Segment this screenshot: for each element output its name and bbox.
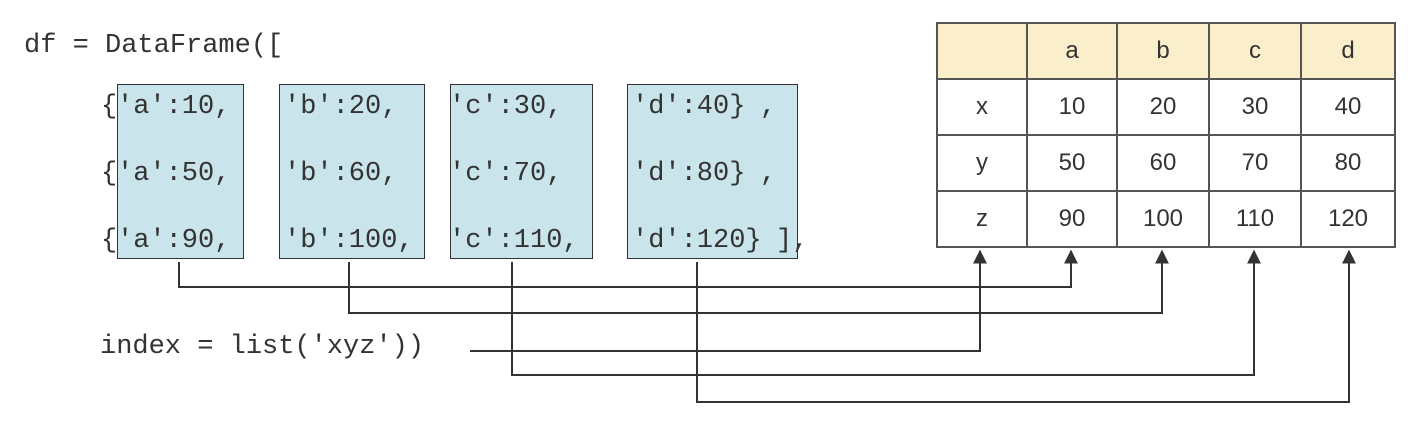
code-entry-c: 'c':30, bbox=[449, 92, 563, 122]
code-trailing: , bbox=[760, 92, 777, 122]
row-index-cell: x bbox=[936, 78, 1028, 136]
code-entry-d: 'd':40} bbox=[632, 92, 746, 122]
code-trailing: ], bbox=[776, 226, 809, 256]
table-row: z 90 100 110 120 bbox=[936, 190, 1396, 248]
table-cell: 40 bbox=[1300, 78, 1396, 136]
code-entry-b: 'b':100, bbox=[284, 226, 414, 256]
code-entry-c: 'c':70, bbox=[449, 159, 563, 189]
connector-column-c bbox=[511, 249, 1261, 376]
table-cell: 120 bbox=[1300, 190, 1396, 248]
column-a-highlight bbox=[117, 84, 244, 259]
column-header-c: c bbox=[1208, 22, 1302, 80]
table-cell: 70 bbox=[1208, 134, 1302, 192]
code-index-line: index = list('xyz')) bbox=[100, 332, 425, 362]
table-cell: 50 bbox=[1026, 134, 1118, 192]
corner-cell bbox=[936, 22, 1028, 80]
code-entry-b: 'b':20, bbox=[284, 92, 398, 122]
connector-column-a bbox=[178, 249, 1078, 288]
connector-column-d bbox=[696, 249, 1356, 403]
column-d-highlight bbox=[627, 84, 798, 259]
table-cell: 90 bbox=[1026, 190, 1118, 248]
code-entry-c: 'c':110, bbox=[449, 226, 579, 256]
code-entry-d: 'd':80} bbox=[632, 159, 746, 189]
row-index-cell: y bbox=[936, 134, 1028, 192]
connector-column-b bbox=[348, 249, 1169, 314]
code-entry-d: 'd':120} bbox=[632, 226, 762, 256]
table-cell: 20 bbox=[1116, 78, 1210, 136]
table-cell: 60 bbox=[1116, 134, 1210, 192]
table-cell: 100 bbox=[1116, 190, 1210, 248]
table-header-row: a b c d bbox=[936, 22, 1396, 80]
code-line-constructor: df = DataFrame([ bbox=[24, 31, 284, 61]
row-index-cell: z bbox=[936, 190, 1028, 248]
table-cell: 80 bbox=[1300, 134, 1396, 192]
table-cell: 10 bbox=[1026, 78, 1118, 136]
code-brace: { bbox=[101, 92, 118, 122]
column-header-a: a bbox=[1026, 22, 1118, 80]
column-c-highlight bbox=[450, 84, 593, 259]
code-entry-a: 'a':90, bbox=[117, 226, 231, 256]
connector-index bbox=[470, 249, 987, 352]
dataframe-table: a b c d x 10 20 30 40 y 50 60 70 80 z 90… bbox=[936, 22, 1396, 248]
column-header-d: d bbox=[1300, 22, 1396, 80]
table-cell: 110 bbox=[1208, 190, 1302, 248]
code-entry-a: 'a':10, bbox=[117, 92, 231, 122]
code-entry-a: 'a':50, bbox=[117, 159, 231, 189]
code-entry-b: 'b':60, bbox=[284, 159, 398, 189]
column-header-b: b bbox=[1116, 22, 1210, 80]
code-brace: { bbox=[101, 226, 118, 256]
table-row: y 50 60 70 80 bbox=[936, 134, 1396, 192]
table-cell: 30 bbox=[1208, 78, 1302, 136]
code-brace: { bbox=[101, 159, 118, 189]
code-trailing: , bbox=[760, 159, 777, 189]
table-row: x 10 20 30 40 bbox=[936, 78, 1396, 136]
column-b-highlight bbox=[279, 84, 425, 259]
